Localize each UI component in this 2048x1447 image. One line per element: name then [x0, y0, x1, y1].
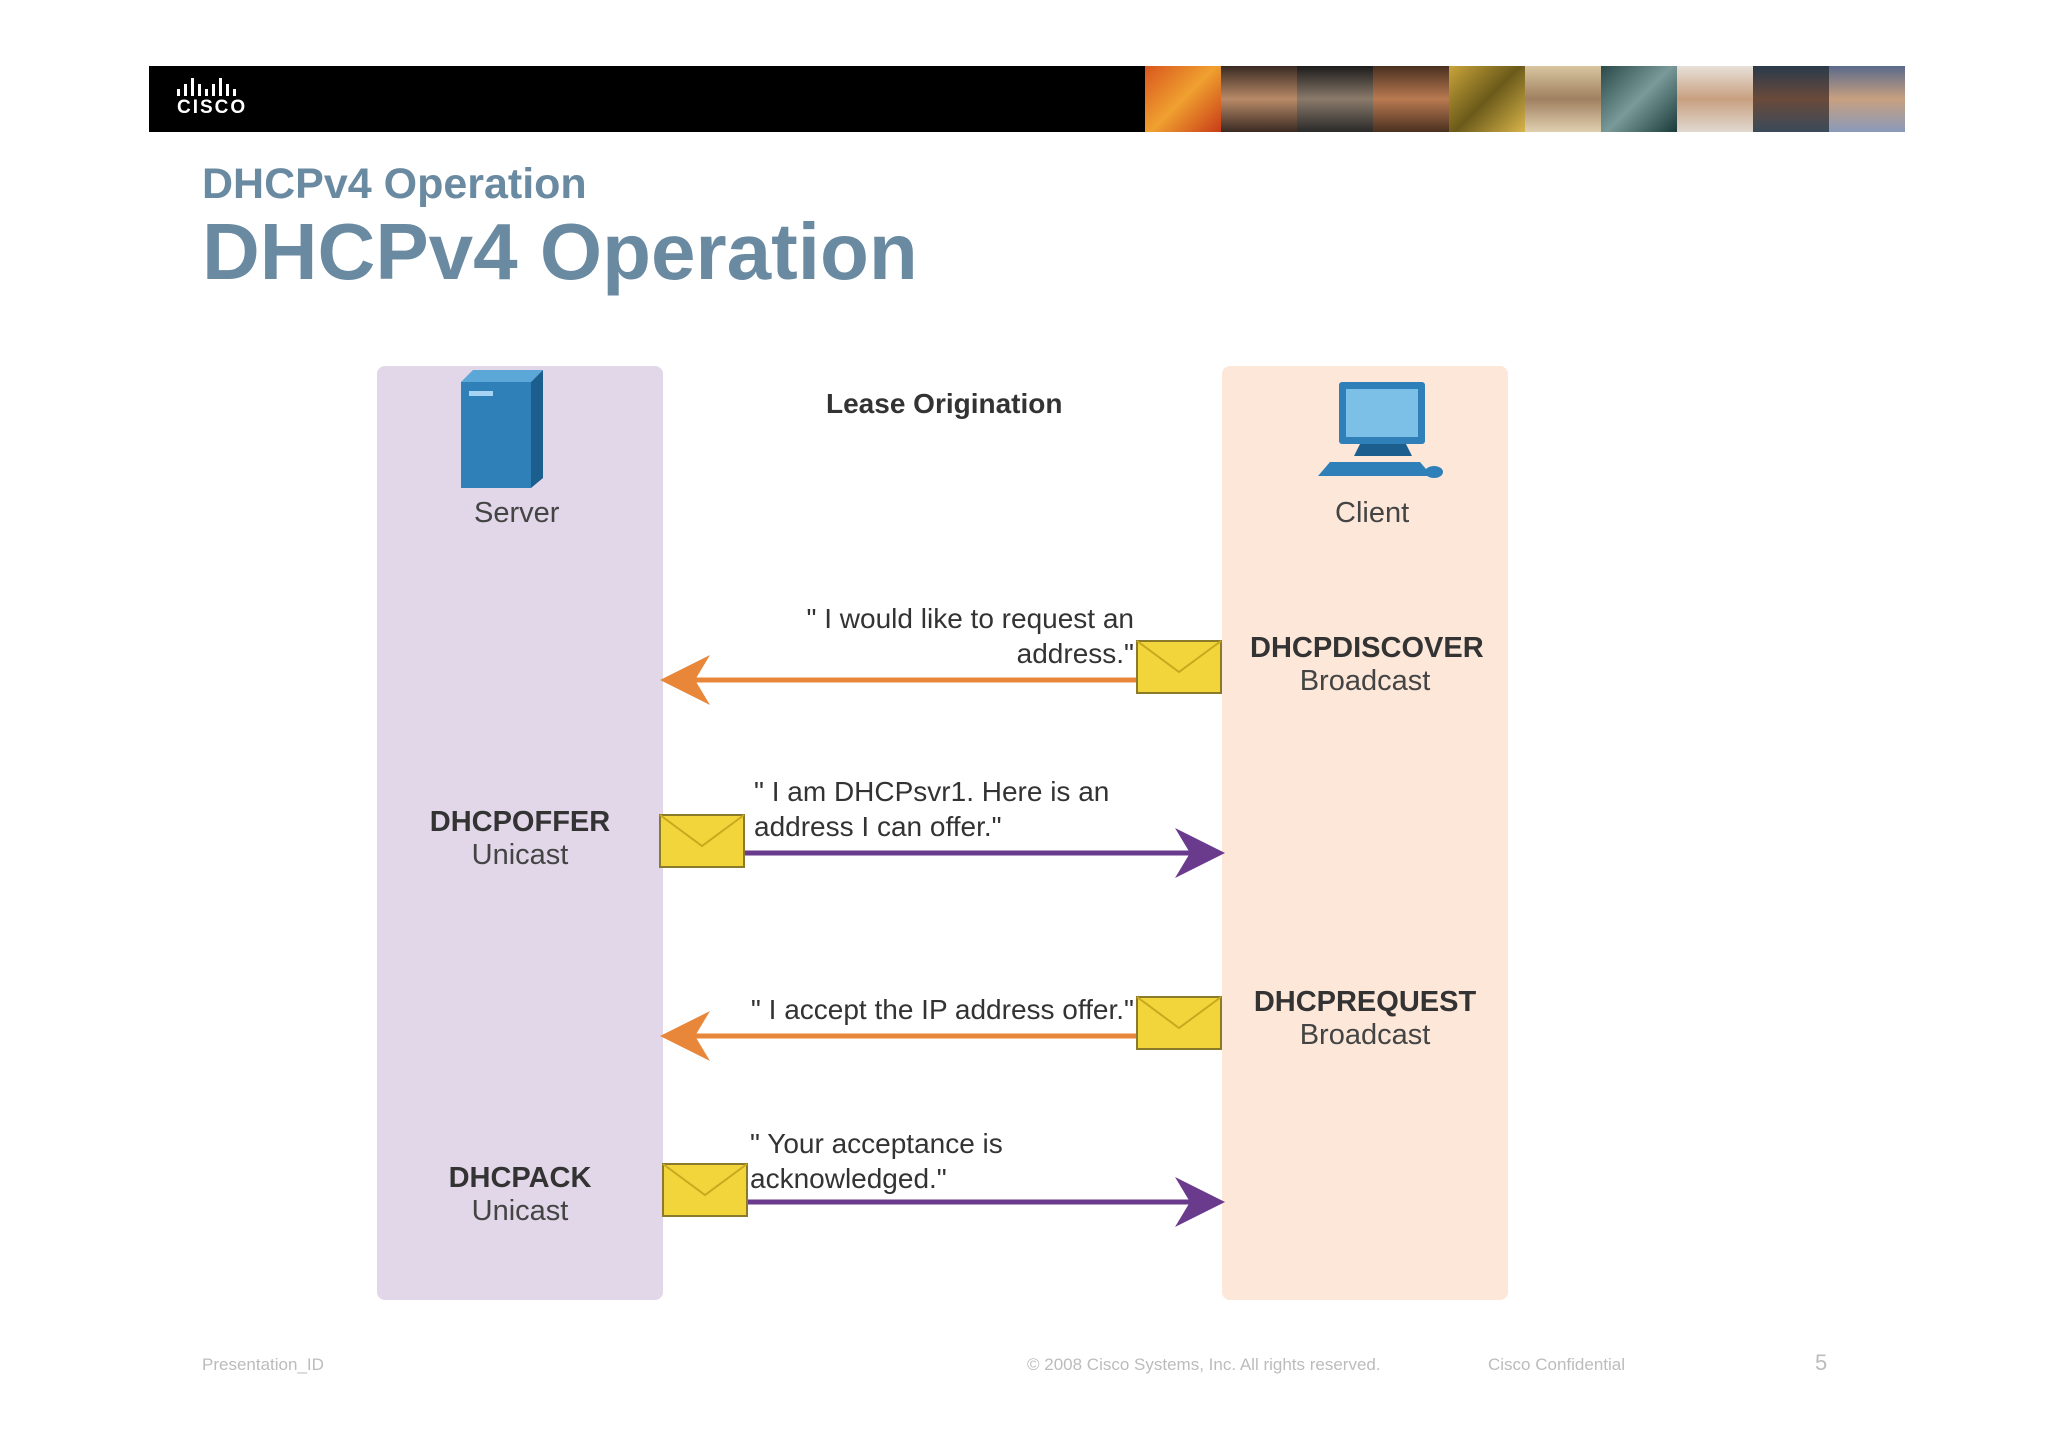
envelope-icon	[659, 814, 745, 868]
server-icon	[461, 370, 543, 488]
cisco-logo-bars-icon	[177, 78, 247, 96]
envelope-icon	[662, 1163, 748, 1217]
footer-presentation-id: Presentation_ID	[202, 1355, 324, 1374]
message-mode: Broadcast	[1299, 665, 1431, 697]
message-mode: Unicast	[471, 839, 569, 871]
top-banner: CISCO	[149, 66, 1905, 132]
footer-copyright: © 2008 Cisco Systems, Inc. All rights re…	[1027, 1355, 1381, 1374]
envelope-icon	[1136, 996, 1222, 1050]
server-column	[377, 366, 663, 1300]
message-type: DHCPDISCOVER	[1250, 632, 1484, 664]
page-number: 5	[1815, 1350, 1828, 1375]
dhcpdiscover-label: DHCPDISCOVER Broadcast	[1250, 632, 1484, 698]
message-mode: Broadcast	[1299, 1019, 1431, 1051]
dhcpack-message: " Your acceptance is acknowledged."	[750, 1128, 1003, 1194]
dhcpack-label: DHCPACK Unicast	[405, 1162, 635, 1228]
computer-icon	[1318, 382, 1443, 478]
page-title: DHCPv4 Operation	[202, 207, 918, 296]
message-type: DHCPACK	[448, 1162, 592, 1194]
cisco-logo-text: CISCO	[177, 97, 248, 118]
dhcprequest-label: DHCPREQUEST Broadcast	[1250, 986, 1480, 1052]
message-mode: Unicast	[471, 1195, 569, 1227]
cisco-logo: CISCO	[177, 78, 247, 119]
dhcpdiscover-message: " I would like to request an address."	[806, 603, 1134, 669]
dhcpoffer-label: DHCPOFFER Unicast	[405, 806, 635, 872]
section-kicker: DHCPv4 Operation	[202, 160, 587, 208]
dhcpoffer-message: " I am DHCPsvr1. Here is an address I ca…	[754, 776, 1110, 842]
dhcprequest-message: " I accept the IP address offer."	[750, 994, 1134, 1025]
envelope-icon	[1136, 640, 1222, 694]
diagram-heading: Lease Origination	[826, 388, 1063, 419]
photo-strip	[1145, 66, 1905, 132]
footer-confidential: Cisco Confidential	[1488, 1355, 1626, 1374]
client-column	[1222, 366, 1508, 1300]
server-label: Server	[474, 497, 560, 529]
message-type: DHCPOFFER	[429, 806, 611, 838]
client-label: Client	[1335, 497, 1410, 529]
message-type: DHCPREQUEST	[1253, 986, 1477, 1018]
